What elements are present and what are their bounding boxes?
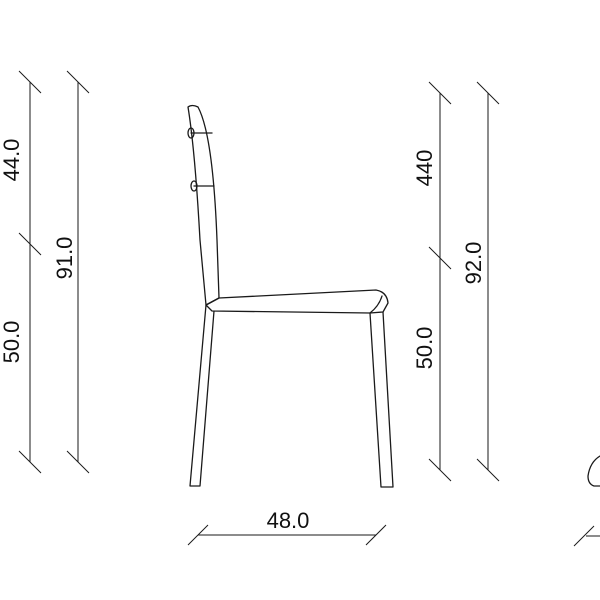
- right-seat-height-label: 50.0: [412, 327, 437, 370]
- right-total-height-label: 92.0: [461, 242, 486, 285]
- partial-chair-curve: [587, 455, 600, 487]
- left-split-top-tick: [18, 70, 42, 94]
- chair-seat: [205, 289, 389, 314]
- right-back-height-label: 440: [412, 150, 437, 187]
- chair-rear-leg: [189, 304, 215, 487]
- left-split-bottom-tick: [18, 450, 42, 474]
- seat-depth-left-tick: [187, 524, 209, 546]
- seat-depth-dimension-group: 48.0: [187, 508, 387, 546]
- partial-next-chair-view: [573, 455, 600, 547]
- chair-side-view: [187, 104, 394, 488]
- left-total-top-tick: [66, 70, 90, 94]
- right-split-top-tick: [428, 81, 452, 105]
- right-total-top-tick: [476, 81, 500, 105]
- chair-front-leg: [369, 311, 394, 488]
- chair-backrest: [187, 104, 220, 306]
- left-dimension-group: 44.0 50.0 91.0: [0, 70, 90, 474]
- seat-depth-label: 48.0: [267, 508, 310, 533]
- left-total-height-label: 91.0: [52, 237, 77, 280]
- right-split-mid-tick: [428, 246, 452, 270]
- left-split-mid-tick: [18, 232, 42, 256]
- right-total-bottom-tick: [476, 458, 500, 482]
- left-total-bottom-tick: [66, 450, 90, 474]
- left-seat-height-label: 50.0: [0, 321, 24, 364]
- right-split-bottom-tick: [428, 458, 452, 482]
- partial-dimension-tick: [573, 525, 595, 547]
- chair-seat-inner-edge: [369, 295, 383, 314]
- right-dimension-group: 440 50.0 92.0: [412, 81, 500, 482]
- seat-depth-right-tick: [365, 524, 387, 546]
- left-back-height-label: 44.0: [0, 139, 24, 182]
